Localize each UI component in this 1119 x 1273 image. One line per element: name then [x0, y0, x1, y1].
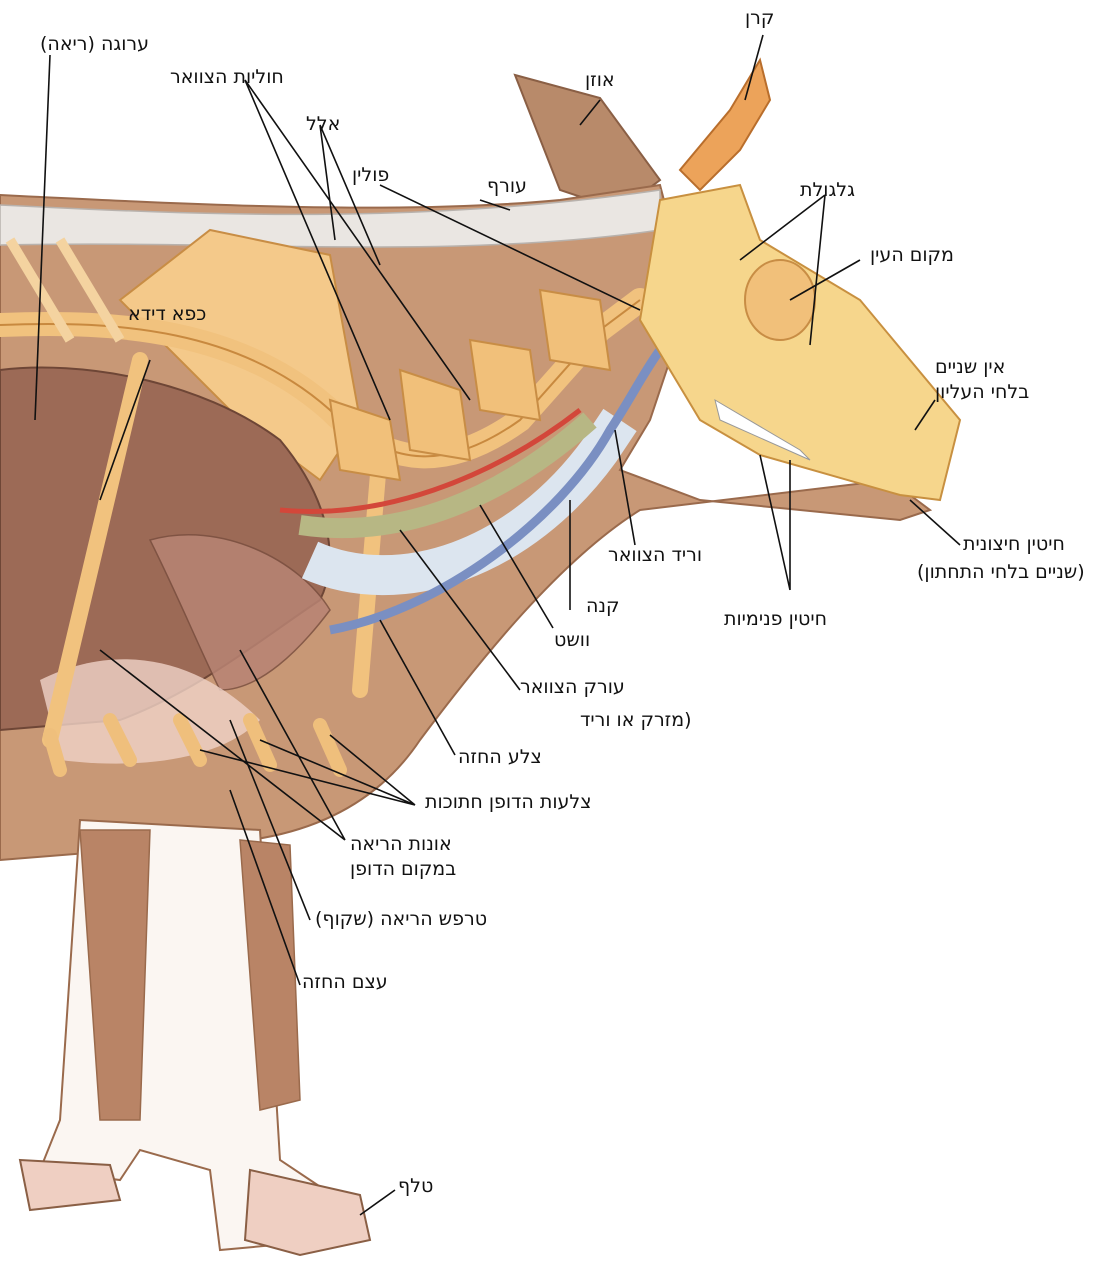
label-no-teeth-line1: אין שניים — [935, 355, 1005, 379]
label-scapula: כפא דידא — [128, 302, 206, 326]
label-cut-ribs: צלעות הדופן חתוכות — [425, 790, 592, 814]
label-outer-incisors: חיטין חיצונית — [963, 532, 1065, 556]
label-polin: פולין — [352, 163, 389, 187]
label-trachea: קנה — [586, 594, 620, 618]
label-lower-teeth: (שניים בלחי התחתון) — [917, 560, 1085, 584]
label-hoof: טלף — [398, 1174, 433, 1198]
label-inner-incisors: חיטין פנימיות — [724, 607, 827, 631]
neck-vertebra-3 — [470, 340, 540, 420]
label-skull: גלגולת — [800, 178, 855, 202]
label-alal: אלל — [306, 112, 340, 136]
label-chest-rib: צלע החזה — [458, 745, 542, 769]
hoof-back — [20, 1160, 120, 1210]
label-pleura: טרפש הריאה (שקוף) — [315, 907, 487, 931]
label-artery-or-vein: (מזרק או וריד — [580, 708, 692, 732]
label-ear: אוזן — [585, 68, 615, 92]
label-carotid-artery: עורק הצוואר — [520, 675, 625, 699]
label-neck-vertebrae: חוליות הצוואר — [170, 65, 284, 89]
label-no-teeth-line2: בלחי העליון — [935, 380, 1029, 404]
label-lung-lobes-line2: במקום הדופן — [350, 857, 456, 881]
label-horn: קרן — [745, 6, 774, 30]
label-sternum: עצם החזה — [302, 970, 388, 994]
label-esophagus: וושט — [554, 628, 590, 652]
label-eye-socket: מקום העין — [870, 243, 954, 267]
horn — [680, 60, 770, 190]
label-nape: עורף — [487, 174, 527, 198]
eye-socket — [745, 260, 815, 340]
label-jugular-vein: וריד הצוואר — [608, 543, 702, 567]
label-lung-lobes-line1: אונות הריאה — [350, 832, 452, 856]
hoof-front — [245, 1170, 370, 1255]
label-lung: ערוגה (ריאה) — [40, 32, 149, 56]
neck-vertebra-4 — [540, 290, 610, 370]
